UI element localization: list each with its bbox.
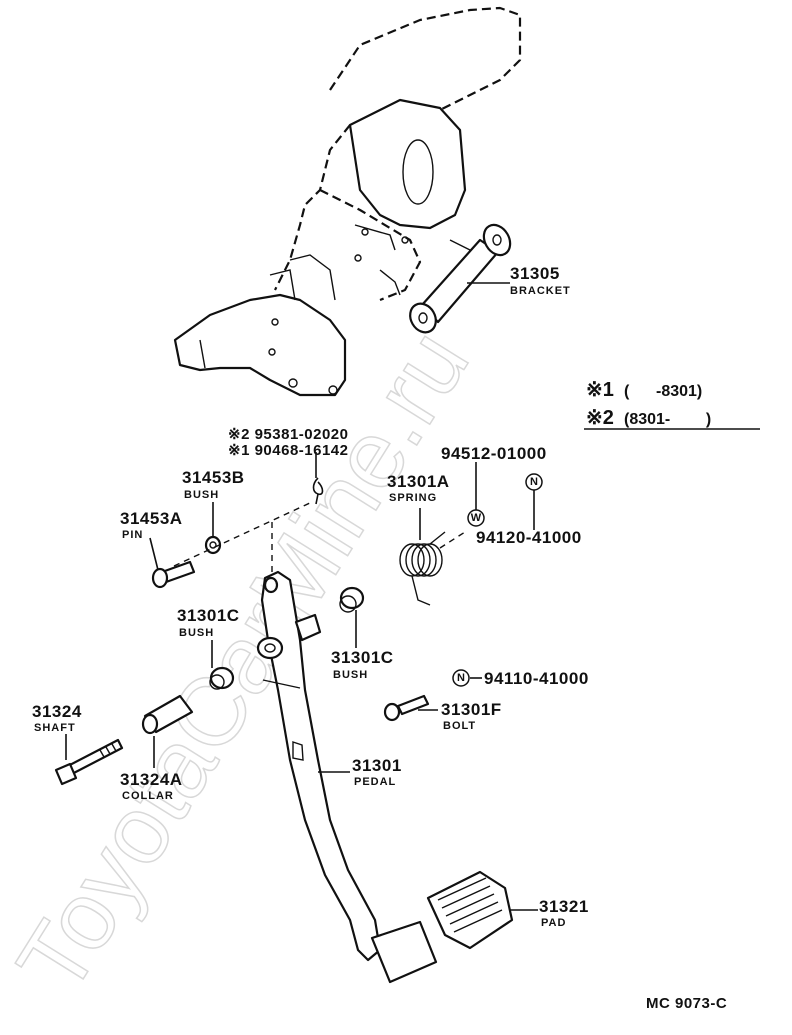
part-number-31324: 31324 (32, 702, 82, 721)
part-number-94512: 94512-01000 (441, 444, 547, 463)
bracket-31305-drawing (409, 223, 512, 334)
note2-mark: ※2 (586, 407, 614, 429)
washer-symbol: W (467, 509, 485, 527)
clip-drawing (312, 477, 324, 505)
part-number-31301f: 31301F (441, 700, 502, 719)
part-number-clip-1: ※1 90468-16142 (228, 442, 349, 459)
pedal-31301-drawing (256, 570, 438, 984)
assembly-line-pin-clip (173, 501, 313, 567)
part-number-31301a: 31301A (387, 472, 450, 491)
part-number-31324a: 31324A (120, 770, 183, 789)
note1-mark: ※1 (586, 379, 614, 401)
shaft-31324-drawing (54, 738, 124, 786)
part-name-pin: PIN (122, 529, 143, 541)
collar-31324a-drawing (141, 694, 194, 735)
nut-symbol-1: N (525, 473, 543, 491)
leader-31453a (149, 537, 159, 571)
part-number-31301: 31301 (352, 756, 402, 775)
note1-range: ( -8301) (624, 383, 702, 400)
assembly-line-spring (439, 531, 466, 549)
part-name-pedal: PEDAL (354, 776, 396, 788)
part-name-spring: SPRING (389, 492, 437, 504)
svg-text:N: N (457, 672, 465, 684)
part-number-94120: 94120-41000 (476, 528, 582, 547)
part-name-shaft: SHAFT (34, 722, 76, 734)
part-number-31453a: 31453A (120, 509, 183, 528)
drawing-code: MC 9073-C (646, 995, 727, 1012)
part-number-94110: 94110-41000 (484, 669, 589, 688)
part-number-31305: 31305 (510, 264, 560, 283)
part-number-clip-2: ※2 95381-02020 (228, 426, 349, 443)
part-name-31453b: BUSH (184, 489, 219, 501)
part-name-bush-c-right: BUSH (333, 669, 368, 681)
bush-31301c-left-drawing (209, 666, 235, 690)
part-name-bracket: BRACKET (510, 285, 571, 297)
part-number-31453b: 31453B (182, 468, 245, 487)
svg-text:W: W (471, 512, 482, 524)
part-number-31301c-right: 31301C (331, 648, 394, 667)
pin-31453a-drawing (151, 560, 196, 589)
nut-symbol-2: N (452, 669, 470, 687)
spring-31301a-drawing (399, 531, 446, 606)
part-name-pad: PAD (541, 917, 566, 929)
pedal-support-bracket-drawing (173, 6, 522, 397)
part-number-31321: 31321 (539, 897, 589, 916)
part-name-collar: COLLAR (122, 790, 174, 802)
part-number-31301c-left: 31301C (177, 606, 240, 625)
bush-31301c-right-drawing (339, 586, 365, 613)
watermark: ToyotaCarMine.ru (0, 312, 489, 1011)
part-name-bush-c-left: BUSH (179, 627, 214, 639)
pad-31321-drawing (426, 870, 514, 950)
svg-text:N: N (530, 476, 538, 488)
note2-range: (8301- ) (624, 411, 711, 428)
bolt-31301f-drawing (383, 694, 430, 722)
part-name-bolt: BOLT (443, 720, 476, 732)
